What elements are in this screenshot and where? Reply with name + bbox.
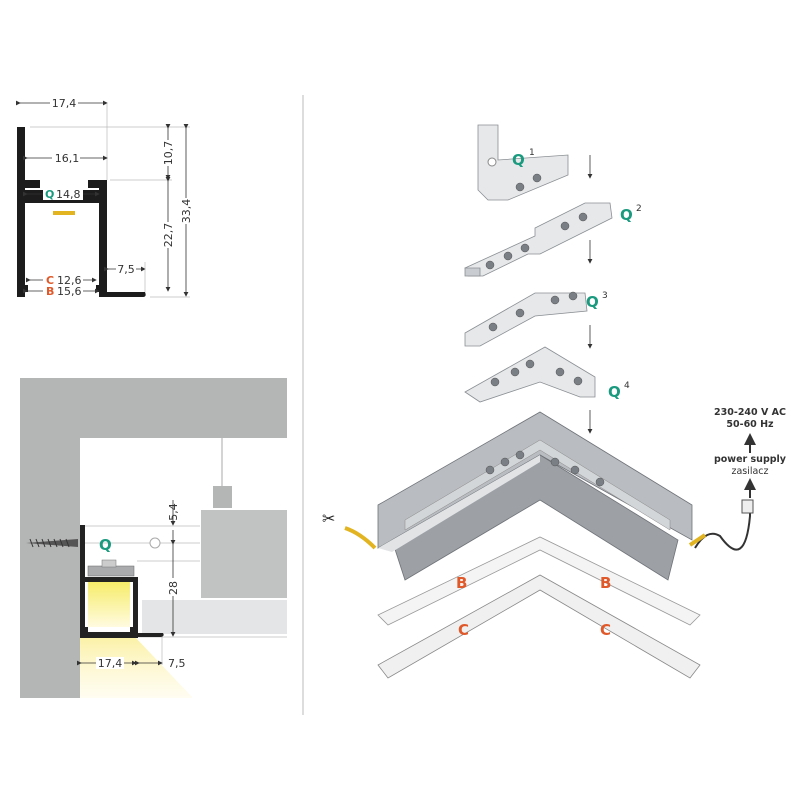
dim-flange: 7,5 xyxy=(117,263,135,276)
dim-height-total: 33,4 xyxy=(180,199,193,224)
dim-width-inner-top: 16,1 xyxy=(55,152,80,165)
frequency-label: 50-60 Hz xyxy=(726,419,774,430)
dim-q-width: 14,8 xyxy=(56,188,81,201)
dim-gap: 5,4 xyxy=(167,503,180,521)
diffuser-c: C C xyxy=(377,574,701,679)
diffuser-b: B B xyxy=(377,536,701,626)
installation-view: Q 5,4 28 17,4 7,5 xyxy=(20,378,287,698)
q2-index: 2 xyxy=(636,204,642,214)
dim-height: 28 xyxy=(167,581,180,595)
dim-height-top: 10,7 xyxy=(162,141,175,166)
q1-index: 1 xyxy=(529,148,535,158)
q4-letter: Q xyxy=(608,383,621,401)
connector-q2: Q 2 xyxy=(464,202,642,277)
assembly-view: Q 1 Q 2 Q 3 Q 4 xyxy=(322,124,787,679)
profile-installed xyxy=(80,525,138,638)
connector-q4: Q 4 xyxy=(464,346,630,403)
q2-letter: Q xyxy=(620,206,633,224)
q-label-section: Q xyxy=(45,188,54,201)
hanger-block xyxy=(213,486,232,508)
dim-width-total: 17,4 xyxy=(52,97,77,110)
q3-index: 3 xyxy=(602,291,608,301)
c-label-right: C xyxy=(600,621,611,639)
q1-letter: Q xyxy=(512,151,525,169)
dim-height-bottom: 22,7 xyxy=(162,223,175,248)
drywall-panel xyxy=(142,600,287,634)
b-label-right: B xyxy=(600,574,611,592)
dim-width: 17,4 xyxy=(98,657,123,670)
connector-q1: Q 1 xyxy=(477,124,569,201)
profile-cross-section: 17,4 16,1 Q 14,8 C 12,6 B 15,6 7,5 10,7 … xyxy=(16,97,193,298)
b-label-left: B xyxy=(456,574,467,592)
dim-flange-install: 7,5 xyxy=(168,657,186,670)
q-label-install: Q xyxy=(99,536,112,554)
q3-letter: Q xyxy=(586,293,599,311)
q4-index: 4 xyxy=(624,381,630,391)
screw-icon xyxy=(26,538,78,548)
corner-profile xyxy=(377,411,693,581)
b-label-section: B xyxy=(46,285,54,298)
dim-b-width: 15,6 xyxy=(57,285,82,298)
voltage-label: 230-240 V AC xyxy=(714,407,786,418)
connector-q3: Q 3 xyxy=(464,291,608,347)
power-supply-label-pl: zasilacz xyxy=(731,466,768,477)
suspended-box xyxy=(201,510,287,598)
led-strip xyxy=(53,211,75,215)
power-cable xyxy=(688,499,754,551)
wall-ceiling xyxy=(20,378,287,698)
power-supply-label: power supply xyxy=(714,454,787,465)
scissors-icon: ✂ xyxy=(322,509,335,528)
c-label-section: C xyxy=(46,274,54,287)
dim-c-width: 12,6 xyxy=(57,274,82,287)
light-cone xyxy=(80,637,193,698)
screw-head-icon xyxy=(149,537,161,549)
led-strip-end xyxy=(344,526,377,550)
c-label-left: C xyxy=(458,621,469,639)
